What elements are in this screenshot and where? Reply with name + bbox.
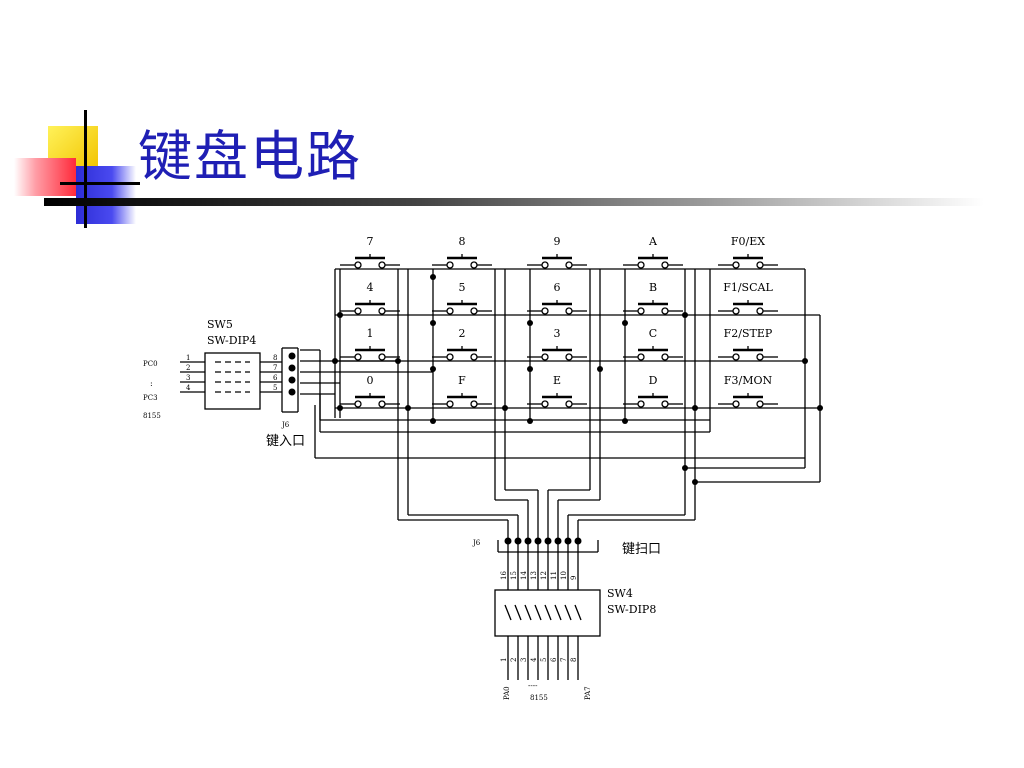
key-switch: [718, 346, 778, 361]
sw4-top-pin-label: 13: [530, 571, 538, 580]
key-label: 5: [459, 281, 466, 294]
key-label: C: [649, 327, 657, 340]
junction-dots: [288, 274, 823, 545]
key-switch: [718, 254, 778, 269]
key-switch: [340, 254, 400, 269]
key-label: 0: [367, 374, 374, 387]
sw5-left-pin-label: 1: [186, 354, 190, 362]
key-switch: [432, 300, 492, 315]
key-label: 6: [554, 281, 561, 294]
key-label: 9: [554, 235, 561, 248]
key-switch: [340, 300, 400, 315]
sw4-bottom-pin-label: 8: [570, 658, 578, 662]
left-port-ellipsis: :: [150, 379, 153, 388]
left-port-top-label: PC0: [143, 360, 158, 368]
logo-horizontal-line: [60, 182, 140, 185]
key-label: D: [649, 374, 658, 387]
sw5-left-pin-label: 2: [186, 364, 190, 372]
key-switch: [527, 254, 587, 269]
key-label: A: [648, 235, 658, 248]
sw5-left-pin-label: 3: [186, 374, 190, 382]
sw4-bottom-pin-label: 6: [550, 657, 558, 662]
sw4-bottom-pin-label: 2: [510, 658, 518, 662]
key-label: F2/STEP: [724, 327, 773, 340]
key-input-label: 键入口: [266, 434, 305, 449]
slide-title: 键盘电路: [138, 125, 362, 188]
key-label: 4: [367, 281, 374, 294]
key-switch: [432, 393, 492, 408]
key-label: 8: [459, 235, 466, 248]
key-switch: [527, 393, 587, 408]
sw5-right-pin-label: 5: [273, 384, 277, 392]
key-switches: [340, 254, 778, 408]
sw4-bottom-pin-label: 1: [500, 658, 508, 662]
bottom-chip-label: 8155: [530, 694, 548, 702]
sw4-type-label: SW-DIP8: [607, 603, 656, 616]
circuit-wires: [180, 268, 821, 680]
sw4-top-pin-label: 11: [550, 571, 558, 580]
key-switch: [527, 346, 587, 361]
bottom-chip-overline: ----: [528, 682, 538, 690]
left-jack-label: J6: [281, 421, 290, 429]
bottom-jack-label: J6: [472, 539, 481, 547]
key-label: F: [458, 374, 466, 387]
key-switch: [340, 346, 400, 361]
sw4-bottom-pin-label: 4: [530, 657, 538, 662]
key-labels: 7 8 9 A F0/EX 4 5 6 B F1/SCAL 1 2 3 C F2/STEP 0 F E D F3/MO…: [367, 235, 774, 387]
key-switch: [340, 393, 400, 408]
key-label: 3: [554, 327, 561, 340]
key-switch: [718, 393, 778, 408]
key-label: F3/MON: [724, 374, 773, 387]
sw4-bottom-pin-label: 7: [560, 658, 568, 662]
sw5-name-label: SW5: [207, 318, 233, 331]
sw4-name-label: SW4: [607, 587, 633, 600]
key-label: E: [553, 374, 561, 387]
sw4-bottom-pin-label: 3: [520, 658, 528, 662]
key-label: F0/EX: [731, 235, 765, 248]
sw5-right-pin-label: 6: [273, 374, 278, 382]
key-label: 2: [459, 327, 466, 340]
key-switch: [623, 346, 683, 361]
title-underline: [44, 198, 984, 206]
left-port-bottom-label: PC3: [143, 394, 158, 402]
key-switch: [432, 254, 492, 269]
sw4-top-pin-label: 10: [560, 571, 568, 580]
sw4-top-pin-label: 14: [520, 571, 528, 580]
logo-vertical-line: [84, 110, 87, 228]
key-switch: [623, 300, 683, 315]
key-label: 1: [367, 327, 374, 340]
sw5-type-label: SW-DIP4: [207, 334, 256, 347]
sw4-top-pin-label: 12: [540, 571, 548, 580]
key-scan-label: 键扫口: [622, 542, 661, 557]
key-switch: [527, 300, 587, 315]
logo-red-square: [14, 158, 76, 196]
bottom-port-left-label: PA0: [503, 686, 511, 700]
bottom-port-right-label: PA7: [584, 686, 592, 700]
key-switch: [432, 346, 492, 361]
key-switch: [623, 254, 683, 269]
key-switch: [623, 393, 683, 408]
sw5-right-pin-label: 8: [273, 354, 277, 362]
sw4-top-pin-label: 15: [510, 571, 518, 580]
left-chip-label: 8155: [143, 412, 161, 420]
key-label: F1/SCAL: [723, 281, 773, 294]
sw5-left-pin-label: 4: [186, 384, 191, 392]
slide-logo-decoration: [0, 0, 150, 240]
sw5-right-pin-label: 7: [273, 364, 277, 372]
key-switch: [718, 300, 778, 315]
sw4-top-pin-label: 16: [500, 571, 508, 580]
sw4-top-pin-label: 9: [570, 576, 578, 580]
key-label: B: [649, 281, 657, 294]
key-label: 7: [367, 235, 374, 248]
sw4-bottom-pin-label: 5: [540, 658, 548, 662]
